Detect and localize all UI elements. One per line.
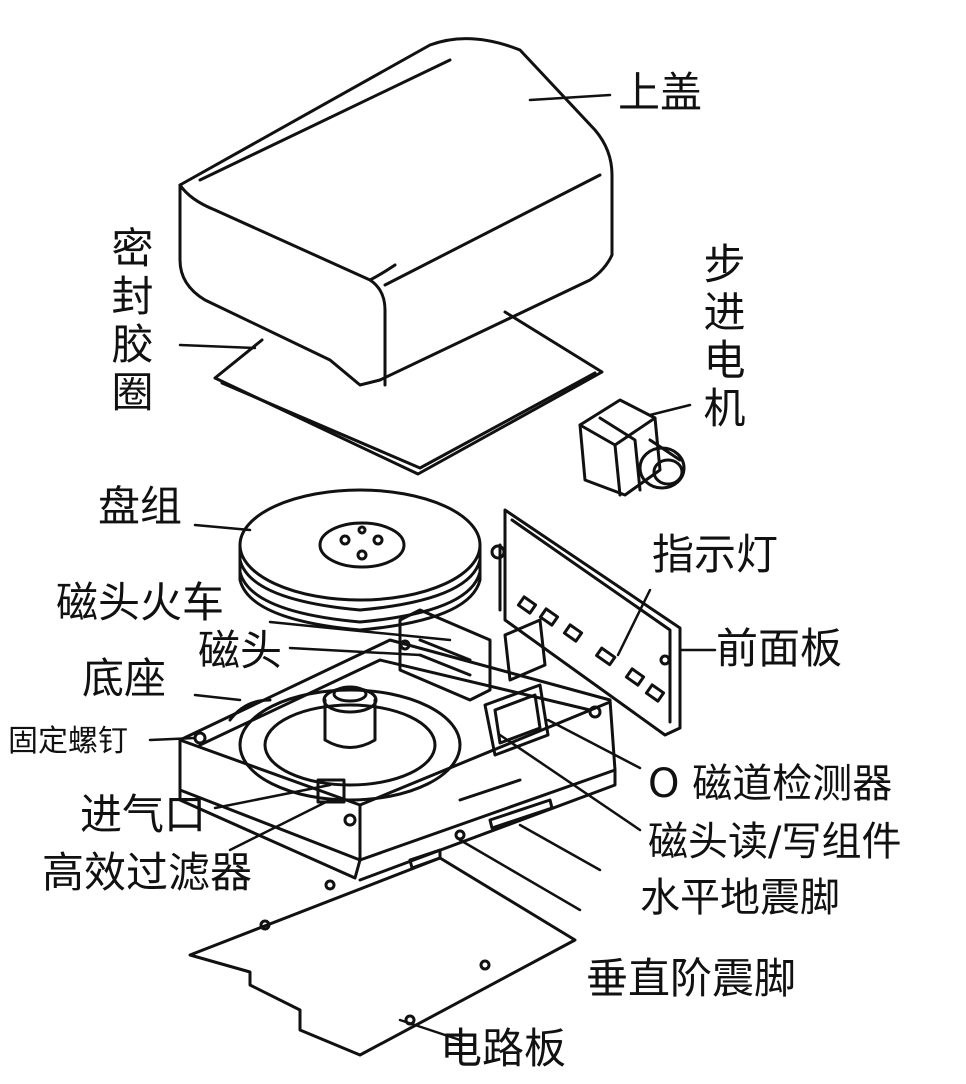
label-mount-screw: 固定螺钉 <box>8 724 128 759</box>
label-top-cover: 上盖 <box>618 68 703 117</box>
label-seal-ring: 密封胶圈 <box>105 226 154 418</box>
label-indicator-light: 指示灯 <box>652 530 779 579</box>
label-circuit-board: 电路板 <box>440 1024 567 1073</box>
stepper-motor-shape <box>578 398 686 497</box>
label-hepa-filter: 高效过滤器 <box>42 848 253 897</box>
disk-pack-shape <box>238 488 482 632</box>
base-shape <box>178 608 617 882</box>
seal-gasket-shape <box>213 310 604 476</box>
label-vertical-shock-mount: 垂直阶震脚 <box>586 954 797 1003</box>
label-stepper-motor: 步进电机 <box>697 242 746 434</box>
label-base: 底座 <box>82 654 167 703</box>
label-head: 磁头 <box>198 626 283 675</box>
circuit-board-shape <box>188 856 577 1057</box>
label-horizontal-shock-mount: 水平地震脚 <box>640 875 840 921</box>
label-head-carriage: 磁头火车 <box>56 578 225 627</box>
label-air-inlet: 进气口 <box>80 790 207 839</box>
label-front-panel: 前面板 <box>716 624 843 673</box>
label-rw-head-assembly: 磁头读/写组件 <box>648 819 902 865</box>
label-disk-pack: 盘组 <box>98 482 183 531</box>
leader-lines <box>148 93 717 1042</box>
label-track-detector: O 磁道检测器 <box>648 761 893 807</box>
top-cover-shape <box>178 37 614 387</box>
front-panel-shape <box>490 508 682 737</box>
